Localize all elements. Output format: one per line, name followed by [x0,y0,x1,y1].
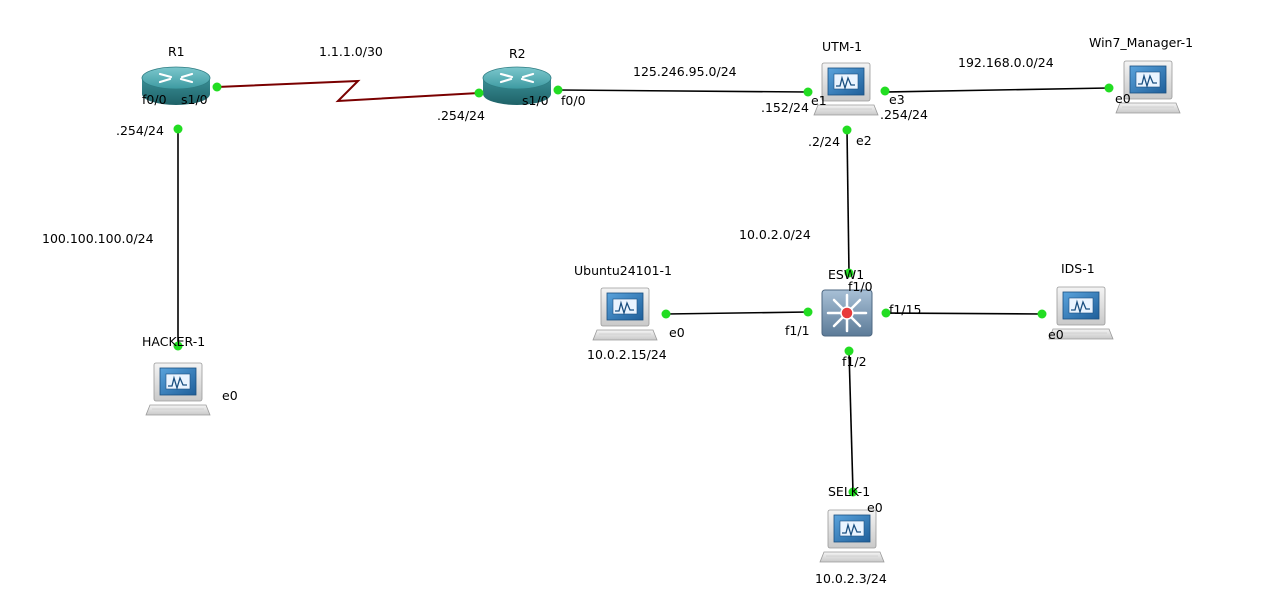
node-label-hacker: HACKER-1 [142,334,206,349]
network-label-utm-esw: 10.0.2.0/24 [739,227,811,242]
port-dot-hacker-e0 [173,341,183,351]
iface-label-utm-e3: e3 [889,92,905,107]
iface-label-utm-e2: e2 [856,133,872,148]
port-dot-utm-e2 [842,125,852,135]
links [177,79,1109,493]
iface-label-ubuntu-e0: e0 [669,325,685,340]
network-label-utm-win7: 192.168.0.0/24 [958,55,1054,70]
port-dot-r2-s10 [474,88,484,98]
iface-label-r2-addr: .254/24 [437,108,485,123]
port-dot-r1-s10 [212,82,222,92]
iface-label-esw-f12: f1/2 [842,354,867,369]
iface-label-ubuntu-addr: 10.0.2.15/24 [587,347,667,362]
link-r2-utm[interactable] [557,89,809,93]
iface-label-win7-e0: e0 [1115,91,1131,106]
link-r1-r2-serial[interactable] [216,79,480,103]
port-dot-utm-e1 [803,87,813,97]
node-label-win7: Win7_Manager-1 [1089,35,1194,50]
iface-label-r1-f00: f0/0 [142,92,167,107]
network-label-r1-r2: 1.1.1.0/30 [319,44,383,59]
port-dot-r1-f00 [173,124,183,134]
network-label-r1-hacker: 100.100.100.0/24 [42,231,154,246]
iface-label-selk-addr: 10.0.2.3/24 [815,571,887,586]
port-dot-esw-f10 [844,268,854,278]
link-ubuntu-esw[interactable] [665,311,809,315]
link-utm-win7[interactable] [884,87,1109,93]
switch-esw1[interactable] [820,288,874,338]
iface-label-r2-s10: s1/0 [522,93,549,108]
node-label-selk: SELK-1 [828,484,871,499]
iface-label-esw-f11: f1/1 [785,323,810,338]
iface-label-utm-e1: e1 [811,93,827,108]
node-label-esw: ESW1 [828,267,865,282]
iface-label-r1-s10: s1/0 [181,92,208,107]
host-hacker[interactable] [145,362,211,416]
iface-label-utm-e2-addr: .2/24 [808,134,841,149]
link-utm-esw[interactable] [846,129,850,274]
link-esw-selk[interactable] [848,350,854,493]
network-label-r2-utm: 125.246.95.0/24 [633,64,737,79]
iface-label-selk-e0: e0 [867,500,883,515]
host-ubuntu[interactable] [592,287,658,341]
iface-label-esw-f115: f1/15 [889,302,922,317]
port-dot-ids-e0 [1037,309,1047,319]
port-dot-esw-f115 [881,308,891,318]
iface-label-r2-f00: f0/0 [561,93,586,108]
port-status-dots [173,82,1114,497]
iface-label-utm-e1-addr: .152/24 [761,100,809,115]
node-label-ids: IDS-1 [1061,261,1095,276]
link-esw-ids[interactable] [885,312,1043,315]
node-label-r2: R2 [509,46,526,61]
port-dot-ubuntu-e0 [661,309,671,319]
port-dot-utm-e3 [880,86,890,96]
port-dot-selk-e0 [848,487,858,497]
node-label-r1: R1 [168,44,185,59]
port-dot-r2-f00 [553,85,563,95]
host-selk[interactable] [819,509,885,563]
iface-label-hacker-e0: e0 [222,388,238,403]
node-label-utm: UTM-1 [822,39,863,54]
port-dot-esw-f12 [844,346,854,356]
node-label-ubuntu: Ubuntu24101-1 [574,263,672,278]
iface-label-r1-addr: .254/24 [116,123,164,138]
iface-label-utm-e3-addr: .254/24 [880,107,928,122]
port-dot-win7-e0 [1104,83,1114,93]
iface-label-esw-f10: f1/0 [848,279,873,294]
iface-label-ids-e0: e0 [1048,327,1064,342]
port-dot-esw-f11 [803,307,813,317]
